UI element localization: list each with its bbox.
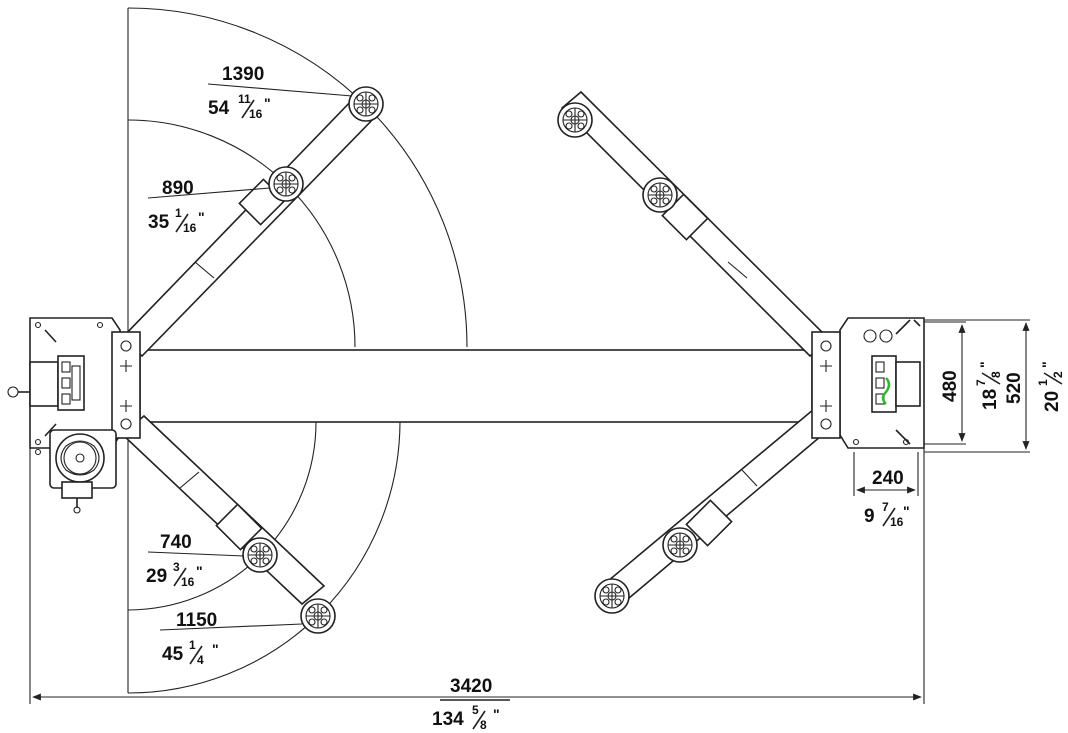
lift-pad-icon bbox=[557, 102, 593, 138]
fraction-denominator: 4 bbox=[197, 653, 204, 667]
lift-pad-icon bbox=[242, 537, 278, 573]
fraction-numerator: 1 bbox=[175, 206, 182, 220]
dimension-inch-whole: 20 bbox=[1042, 391, 1063, 412]
fraction-denominator: 2 bbox=[1051, 371, 1065, 378]
fraction-denominator: 8 bbox=[989, 371, 1003, 378]
dimension-inch-whole: 134 bbox=[432, 709, 464, 730]
dimension-mm-1390: 1390 bbox=[222, 64, 264, 85]
inch-mark: " bbox=[212, 641, 219, 657]
dimension-mm-1150: 1150 bbox=[176, 610, 217, 631]
dimension-mm-240: 240 bbox=[872, 468, 904, 489]
label-890: 890 35 1 16 " bbox=[148, 178, 205, 235]
arm-top-right bbox=[560, 90, 832, 358]
fraction-denominator: 16 bbox=[249, 107, 263, 121]
label-520-inch: 20 1 2 " bbox=[1036, 361, 1065, 412]
column-width-dimension bbox=[853, 452, 919, 496]
lift-pad-icon bbox=[594, 578, 630, 614]
inch-mark: " bbox=[493, 706, 500, 722]
dimension-mm-740: 740 bbox=[160, 532, 192, 553]
fraction-numerator: 7 bbox=[974, 379, 988, 386]
dimension-inch-whole: 35 bbox=[148, 212, 170, 233]
label-1150: 1150 45 1 4 " bbox=[162, 610, 219, 667]
dimension-inch-whole: 29 bbox=[146, 566, 167, 587]
inch-mark: " bbox=[196, 563, 203, 579]
lift-pad-icon bbox=[268, 166, 304, 202]
fraction-numerator: 11 bbox=[238, 92, 251, 106]
inch-mark: " bbox=[903, 503, 910, 519]
dimension-mm-3420: 3420 bbox=[450, 676, 492, 697]
fraction-denominator: 16 bbox=[181, 575, 195, 589]
inch-mark: " bbox=[198, 209, 205, 225]
lift-pad-icon bbox=[642, 177, 678, 213]
inch-mark: " bbox=[1039, 361, 1055, 368]
right-column bbox=[811, 317, 925, 449]
inch-mark: " bbox=[264, 95, 271, 111]
lift-pad-icon bbox=[300, 598, 336, 634]
lift-pad-icon bbox=[662, 527, 698, 563]
fraction-numerator: 3 bbox=[173, 560, 180, 574]
motor-unit bbox=[34, 429, 117, 514]
label-480-inch: 18 7 8 " bbox=[974, 361, 1003, 410]
fraction-numerator: 1 bbox=[189, 638, 196, 652]
dimension-mm-890: 890 bbox=[162, 178, 194, 199]
arm-bottom-right bbox=[600, 402, 842, 606]
fraction-denominator: 16 bbox=[183, 221, 197, 235]
fraction-numerator: 1 bbox=[1036, 379, 1050, 386]
leader-lines bbox=[147, 83, 353, 631]
inch-mark: " bbox=[977, 361, 993, 368]
center-beam bbox=[139, 349, 813, 423]
dimension-inch-whole: 45 bbox=[162, 644, 184, 665]
label-3420: 3420 134 5 8 " bbox=[432, 676, 500, 732]
green-highlight bbox=[881, 377, 891, 405]
label-520: 520 bbox=[1004, 372, 1025, 404]
fraction-denominator: 8 bbox=[480, 718, 487, 732]
dimension-inch-whole: 54 bbox=[208, 98, 230, 119]
label-740: 740 29 3 16 " bbox=[146, 532, 203, 589]
label-240: 240 9 7 16 " bbox=[864, 468, 910, 529]
label-1390: 1390 54 11 16 " bbox=[208, 64, 271, 121]
dimension-inch-whole: 18 bbox=[980, 389, 1001, 410]
dimension-mm-520: 520 bbox=[1004, 372, 1025, 404]
label-480: 480 bbox=[940, 370, 961, 402]
fraction-numerator: 5 bbox=[472, 703, 479, 717]
overall-width-dimension bbox=[29, 448, 925, 704]
lift-pad-icon bbox=[348, 86, 384, 122]
fraction-denominator: 16 bbox=[890, 515, 904, 529]
dimension-inch-whole: 9 bbox=[864, 506, 875, 527]
left-column bbox=[7, 317, 141, 449]
column-depth-dimensions bbox=[924, 319, 1030, 453]
dimension-mm-480: 480 bbox=[940, 370, 961, 402]
fraction-numerator: 7 bbox=[882, 500, 889, 514]
